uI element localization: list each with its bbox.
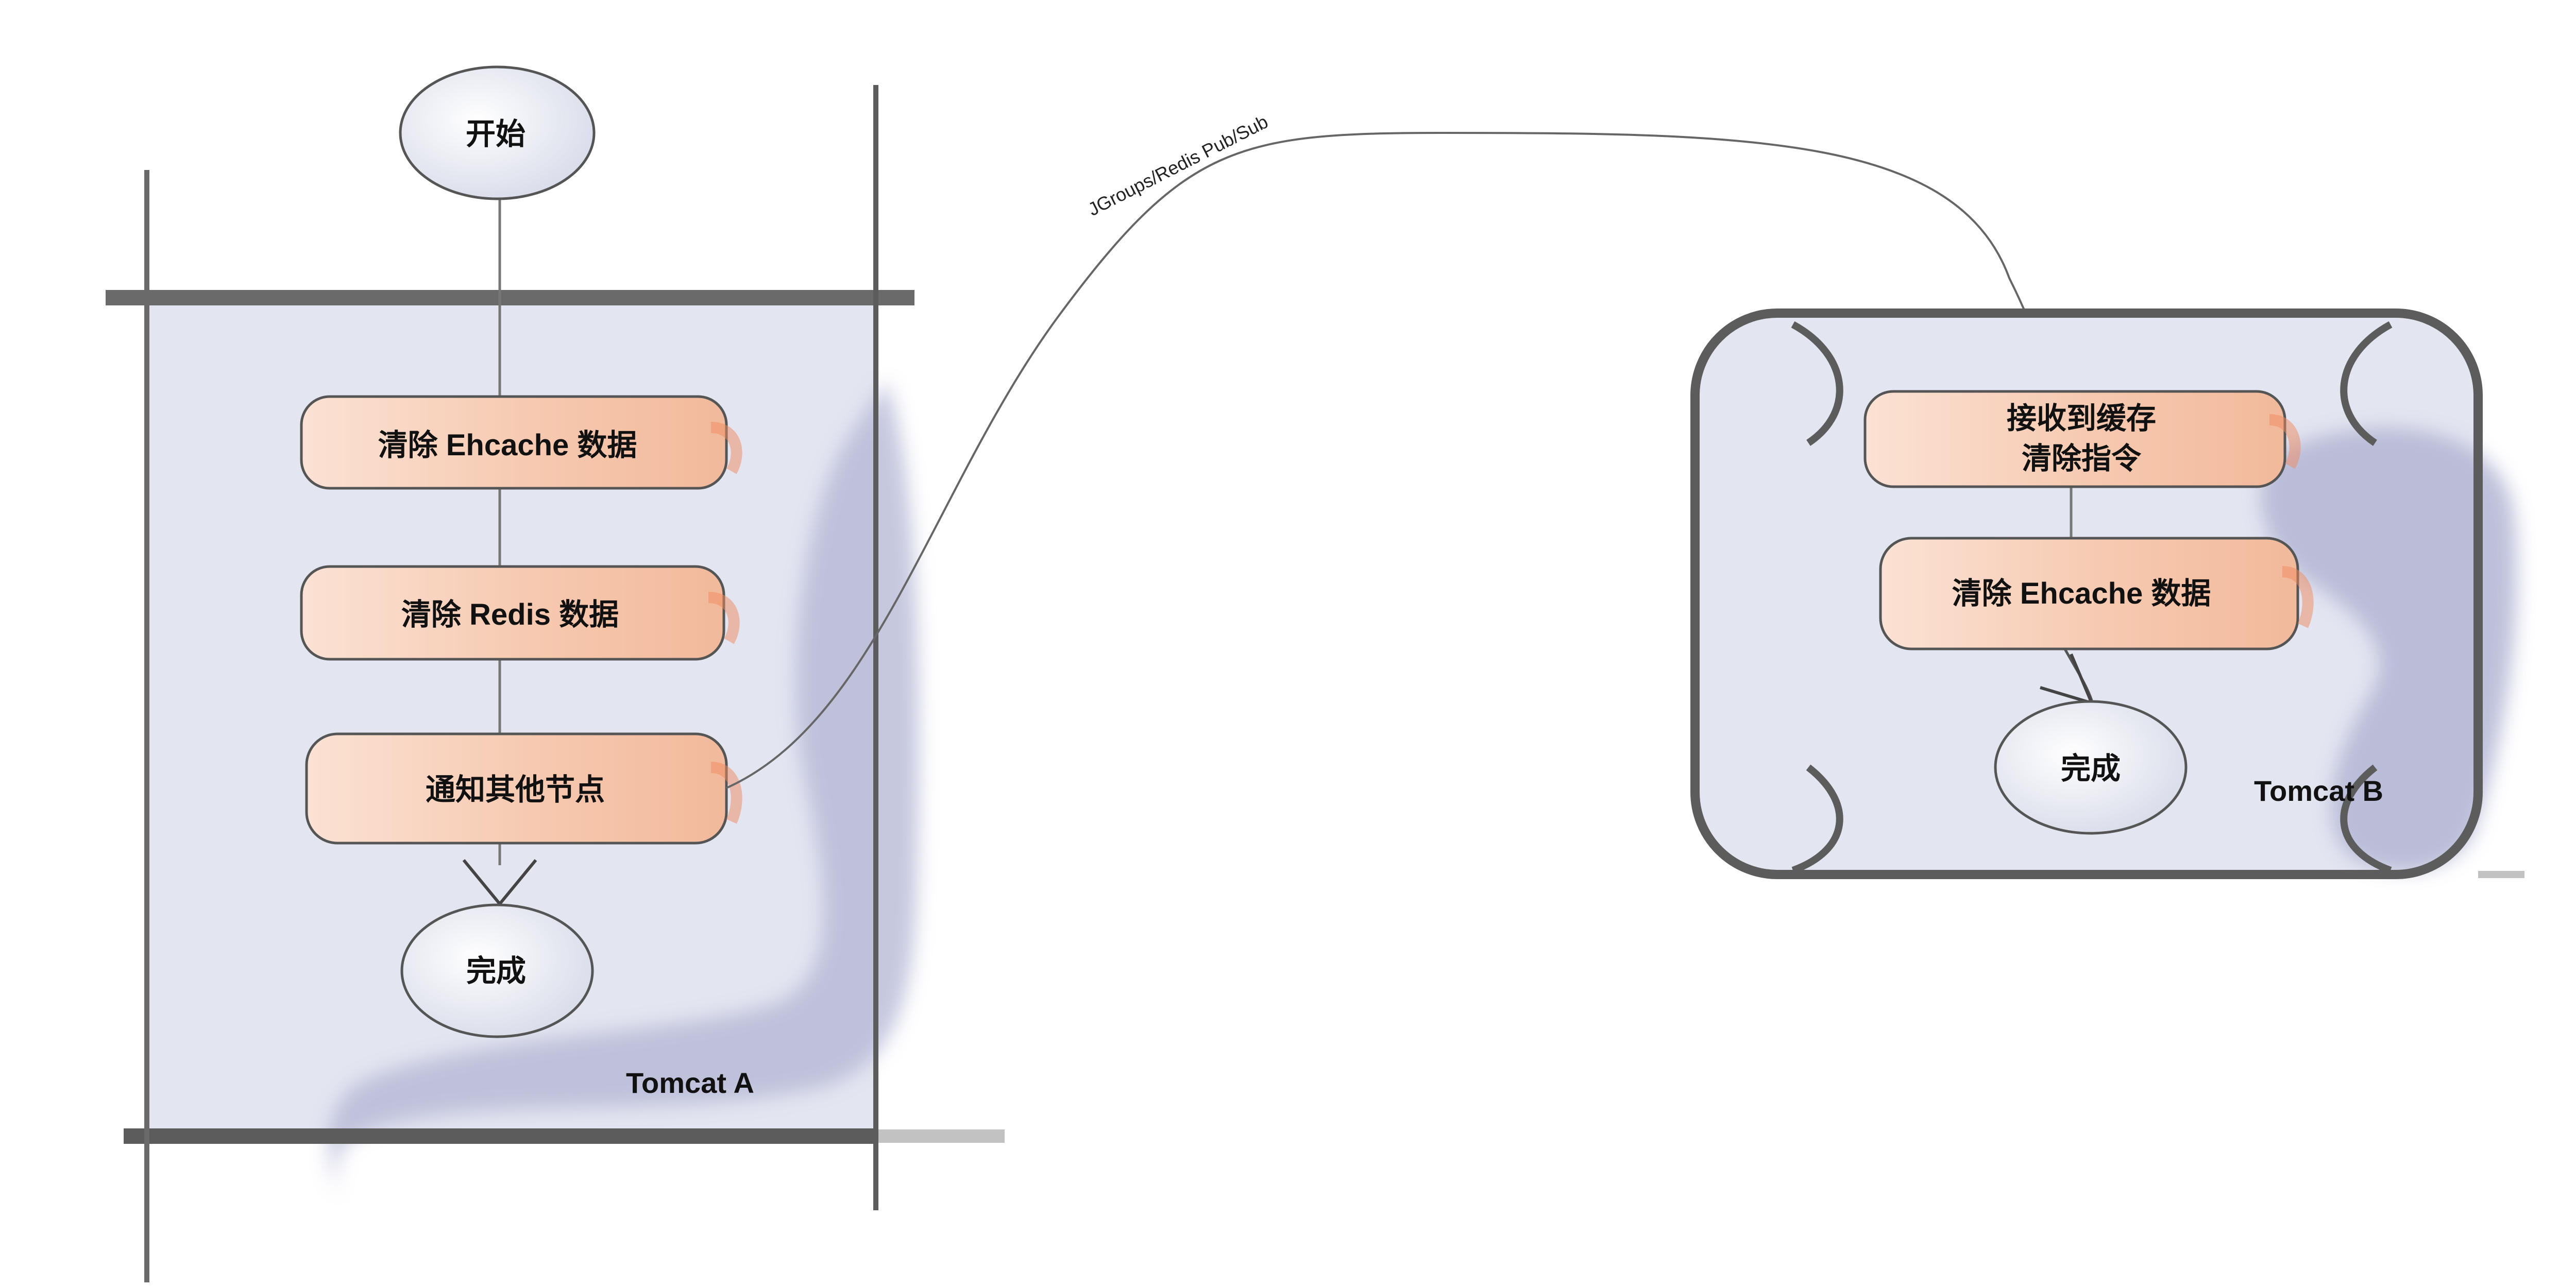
tomcat-a-label: Tomcat A [626,1067,754,1099]
step-notify-nodes: 通知其他节点 [305,732,742,845]
tomcat-b-frame-bl [1791,764,1843,874]
tomcat-b-frame-br [2340,764,2392,874]
tomcat-b-frame-tr [2340,321,2393,446]
tomcat-b-container: 接收到缓存 清除指令 清除 Ehcache 数据 完成 Tomcat B [1690,308,2524,879]
tomcat-b-frame [1690,308,2483,879]
step-clear-ehcache-a: 清除 Ehcache 数据 [300,395,742,490]
start-label: 开始 [466,117,526,151]
tomcat-b-frame-tl [1791,321,1843,446]
tomcat-a-container: 开始 清除 Ehcache 数据 清除 Redis 数据 通知其他节点 完成 T… [106,65,1005,1282]
tomcat-b-label: Tomcat B [2254,775,2383,807]
step-receive-line1: 接收到缓存 [2007,402,2156,435]
end-a-label: 完成 [466,954,526,988]
end-node-a: 完成 [400,903,594,1038]
tomcat-b-smudge [2261,427,2517,871]
connector-curve [726,131,2057,789]
step-clear-ehcache-a-label: 清除 Ehcache 数据 [378,428,637,462]
step-receive-command: 接收到缓存 清除指令 [1863,390,2301,488]
step-clear-ehcache-b-label: 清除 Ehcache 数据 [1952,577,2211,610]
start-node: 开始 [399,65,596,200]
step-receive-line2: 清除指令 [2022,442,2142,475]
step-clear-ehcache-b: 清除 Ehcache 数据 [1879,537,2314,650]
end-node-b: 完成 [1994,700,2188,835]
end-b-label: 完成 [2061,752,2121,785]
step-notify-nodes-label: 通知其他节点 [426,773,605,807]
tomcat-a-smudge [328,381,919,1200]
connector-label: JGroups/Redis Pub/Sub [1084,111,1272,220]
step-clear-redis: 清除 Redis 数据 [300,565,740,661]
step-clear-redis-label: 清除 Redis 数据 [401,598,619,631]
